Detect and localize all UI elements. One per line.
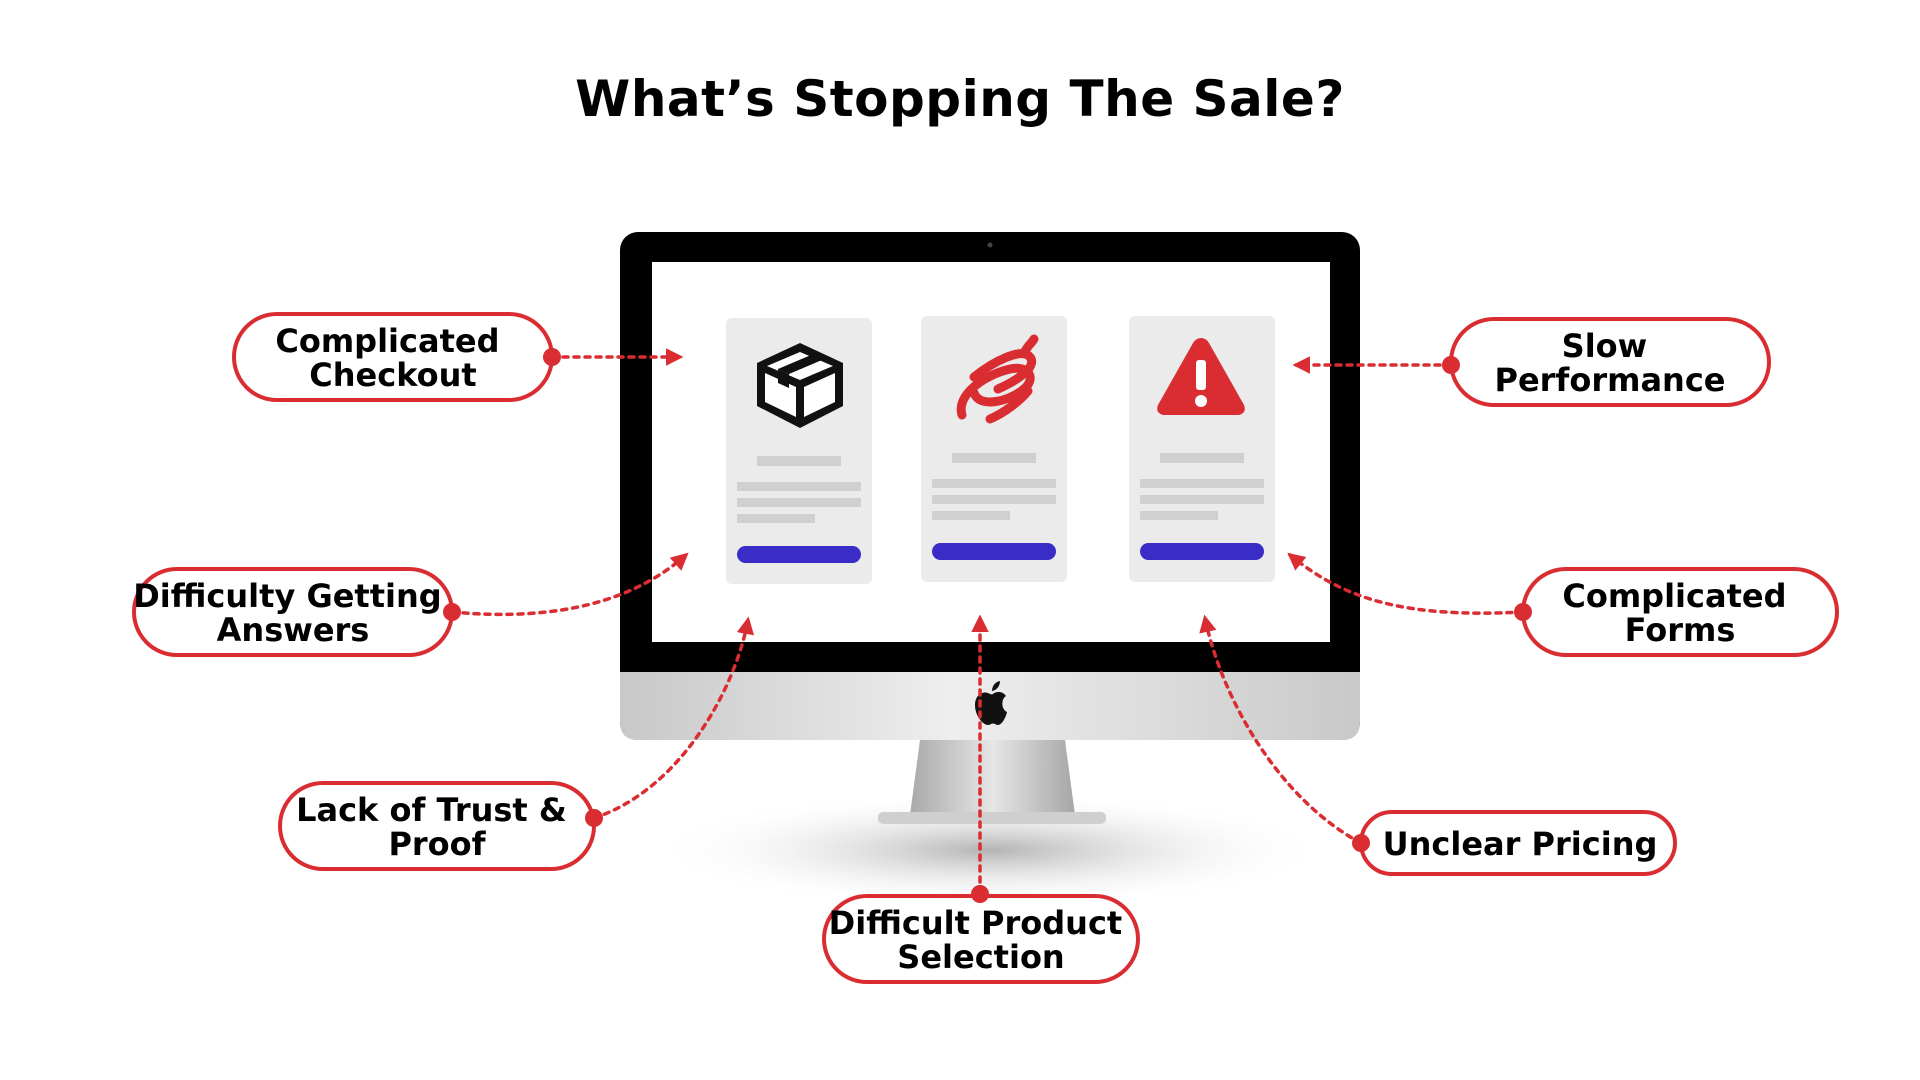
card-cta-button (932, 543, 1056, 560)
connector-dot (543, 348, 561, 366)
svg-text:Slow Performance: Slow Performance (1494, 327, 1725, 399)
callout-unclear-pricing: Unclear Pricing (1352, 810, 1677, 876)
card-placeholder-line (932, 511, 1010, 520)
svg-text:Difficult Product Se: Difficult Product Selection (829, 904, 1134, 976)
connector-dot (585, 809, 603, 827)
card-placeholder-line (737, 482, 861, 491)
apple-logo-icon (975, 681, 1007, 725)
card-placeholder-line (1160, 453, 1244, 463)
card-placeholder-line (1140, 511, 1218, 520)
card-cta-button (1140, 543, 1264, 560)
callout-difficulty-getting-answers: Difficulty Getting Answers (132, 567, 461, 657)
package-box-icon (757, 343, 843, 428)
svg-text:Complicated Forms: Complicated Forms (1562, 577, 1797, 649)
connector-dot (1514, 603, 1532, 621)
callout-line: Complicated (275, 322, 499, 360)
connector-dot (1442, 356, 1460, 374)
callout-line: Slow (1562, 327, 1648, 365)
callout-difficult-product-selection: Difficult Product Selection (822, 885, 1140, 984)
connectors (450, 348, 1525, 895)
callout-line: Difficulty Getting (133, 577, 441, 615)
callout-line: Selection (897, 938, 1064, 976)
warning-triangle-icon (1157, 338, 1245, 415)
callout-line: Performance (1494, 361, 1725, 399)
callout-line: Complicated (1562, 577, 1786, 615)
svg-text:Unclear Pricing: Unclear Pricing (1383, 825, 1658, 863)
screen-card-selection (921, 316, 1067, 582)
connector-dot (443, 603, 461, 621)
connector-difficulty-getting-answers (450, 552, 689, 617)
card-cta-button (737, 546, 861, 563)
connector-complicated-forms (1287, 552, 1525, 615)
callout-line: Proof (388, 825, 486, 863)
card-placeholder-line (737, 498, 861, 507)
monitor-stand (910, 740, 1075, 815)
callout-line: Answers (217, 611, 370, 649)
callout-slow-performance: Slow Performance (1442, 317, 1771, 407)
card-placeholder-line (952, 453, 1036, 463)
callout-line: Checkout (309, 356, 476, 394)
svg-text:Lack of Trust & Proo: Lack of Trust & Proof (296, 791, 578, 863)
callout-line: Forms (1625, 611, 1736, 649)
callout-complicated-forms: Complicated Forms (1514, 567, 1839, 657)
webcam-dot (987, 242, 993, 248)
card-placeholder-line (1140, 495, 1264, 504)
card-placeholder-line (737, 514, 815, 523)
callouts: Complicated Checkout Difficulty Getting … (132, 312, 1839, 984)
callout-line: Unclear Pricing (1383, 825, 1658, 863)
imac-monitor (620, 232, 1360, 908)
screen-card-checkout (726, 318, 872, 584)
connector-unclear-pricing (1199, 614, 1363, 845)
connector-dot (1352, 834, 1370, 852)
screen-card-warning (1129, 316, 1275, 582)
callout-line: Difficult Product (829, 904, 1123, 942)
card-placeholder-line (1140, 479, 1264, 488)
floor-shadow (650, 792, 1330, 908)
svg-text:Complicated Checkout: Complicated Checkout (275, 322, 510, 394)
card-placeholder-line (932, 495, 1056, 504)
knot-rope-icon (956, 334, 1039, 424)
callout-lack-of-trust-proof: Lack of Trust & Proof (278, 781, 603, 871)
monitor-stand-base (878, 812, 1106, 824)
page-title: What’s Stopping The Sale? (575, 70, 1345, 128)
callout-complicated-checkout: Complicated Checkout (232, 312, 561, 402)
connector-lack-of-trust-proof (592, 616, 755, 820)
card-placeholder-line (932, 479, 1056, 488)
card-placeholder-line (757, 456, 841, 466)
connector-dot (971, 885, 989, 903)
callout-line: Lack of Trust & (296, 791, 567, 829)
svg-text:Difficulty Getting A: Difficulty Getting Answers (133, 577, 453, 649)
